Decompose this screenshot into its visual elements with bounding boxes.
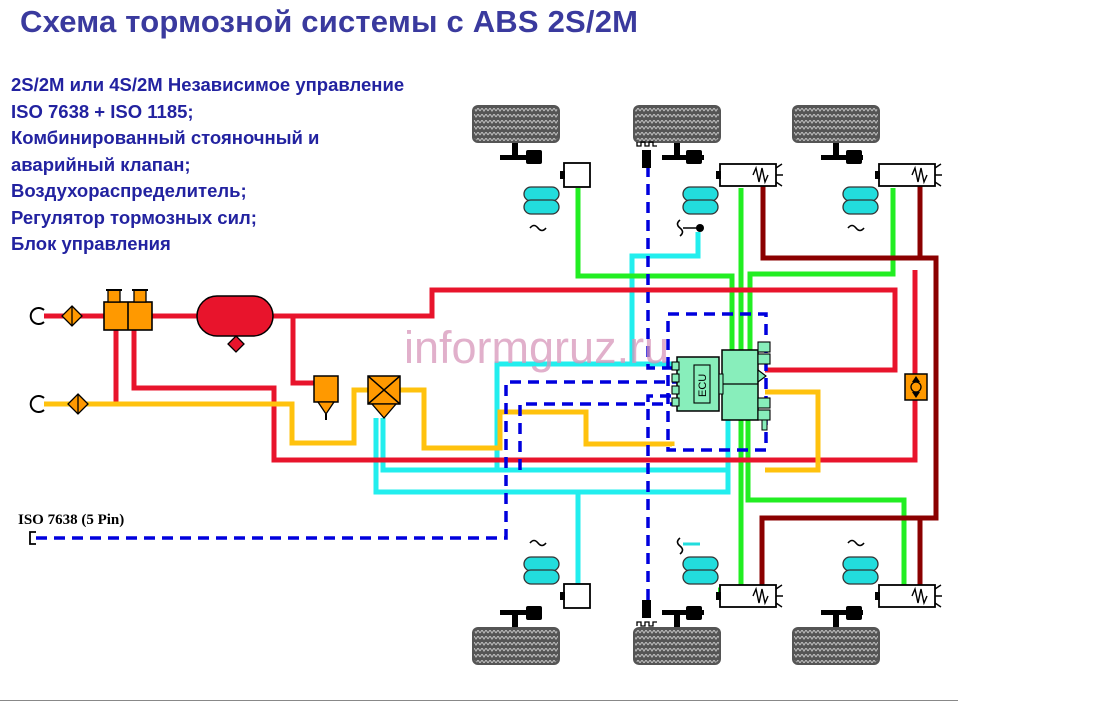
tire-icon: [472, 627, 560, 665]
diaphragm-chamber-icon: [560, 162, 591, 188]
speed-sensor-icon: [636, 141, 657, 168]
ecu-block: ECU: [671, 356, 720, 412]
supply-lines: [44, 270, 918, 463]
air-spring-icon: [842, 186, 879, 232]
air-spring-icon: [682, 186, 719, 215]
air-spring-icon: [842, 539, 879, 585]
tires: [472, 105, 880, 665]
iso7638-label: ISO 7638 (5 Pin): [18, 512, 125, 528]
iso7638-connector-icon: [29, 531, 36, 545]
tire-icon: [792, 105, 880, 143]
air-spring-icon: [523, 186, 560, 232]
abs-modulator-icon: [718, 341, 771, 431]
air-springs: [523, 186, 879, 585]
feature-item: ISO 7638 + ISO 1185;: [11, 100, 194, 122]
electrical-lines: [36, 166, 768, 600]
double-check-valve-icon: [904, 373, 928, 401]
coupling-head-icon: [29, 307, 45, 325]
spring-connectors: [676, 219, 704, 555]
bottom-divider: [0, 700, 958, 701]
tire-icon: [633, 105, 721, 143]
feature-item: Воздухораспределитель;: [11, 180, 247, 201]
coupling-heads: [29, 305, 89, 415]
parking-lines: [759, 186, 939, 586]
relay-valve-icon: [313, 375, 339, 420]
feature-item: Блок управления: [11, 233, 171, 254]
speed-sensor-icon: [636, 600, 657, 627]
spring-brake-chamber-icon: [875, 163, 942, 187]
cyan-lines: [373, 232, 731, 586]
feature-item: Комбинированный стояночный и: [11, 127, 320, 148]
spring-brake-chamber-icon: [716, 163, 783, 187]
brake-chambers: [560, 162, 942, 609]
diaphragm-chamber-icon: [560, 583, 591, 609]
tire-icon: [472, 105, 560, 143]
parking-emergency-valve-icon: [103, 289, 153, 331]
tire-icon: [633, 627, 721, 665]
air-spring-icon: [523, 539, 560, 585]
feature-item: 2S/2M или 4S/2M Независимое управление: [11, 74, 405, 95]
load-sensing-valve-icon: [367, 375, 401, 419]
watermark: informgruz.ru: [404, 322, 670, 373]
ecu-label: ECU: [697, 374, 709, 397]
spring-brake-chamber-icon: [875, 584, 942, 608]
tire-icon: [792, 627, 880, 665]
coupling-head-icon: [29, 395, 45, 413]
page-title: Схема тормозной системы с ABS 2S/2M: [20, 4, 639, 39]
feature-item: аварийный клапан;: [11, 153, 191, 175]
line-filter-icon: [67, 393, 89, 415]
air-reservoir-icon: [196, 295, 274, 353]
spring-brake-chamber-icon: [716, 584, 783, 608]
line-filter-icon: [61, 305, 83, 327]
air-spring-icon: [682, 556, 719, 585]
feature-item: Регулятор тормозных сил;: [11, 206, 257, 228]
feature-list: 2S/2M или 4S/2M Независимое управление I…: [11, 72, 404, 258]
brake-shafts: [500, 143, 863, 627]
